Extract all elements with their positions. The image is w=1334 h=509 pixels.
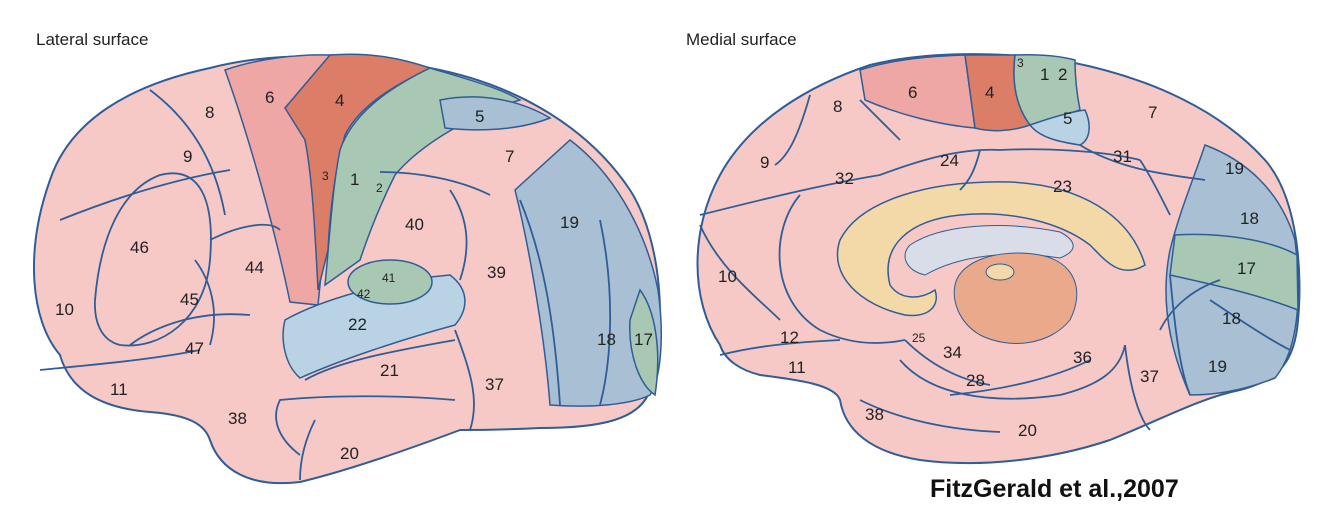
label-medial-area-10: 10 — [718, 267, 737, 286]
lateral-areas-19-18 — [514, 139, 662, 407]
label-area-39: 39 — [487, 263, 506, 282]
label-area-1: 1 — [350, 170, 359, 189]
label-area-5: 5 — [475, 107, 484, 126]
label-area-8: 8 — [205, 103, 214, 122]
label-medial-area-19-lower: 19 — [1208, 357, 1227, 376]
lateral-areas-41-42 — [347, 259, 433, 305]
label-medial-area-32: 32 — [835, 169, 854, 188]
label-medial-area-11: 11 — [788, 358, 806, 377]
lateral-hemisphere: 4 6 8 9 5 7 3 1 2 40 46 44 45 10 47 11 4… — [32, 53, 662, 485]
fornix-ventricle — [904, 225, 1074, 276]
label-area-7: 7 — [505, 147, 514, 166]
label-area-38: 38 — [228, 409, 247, 428]
medial-areas-3-1-2 — [1013, 54, 1081, 126]
label-medial-area-23: 23 — [1053, 177, 1072, 196]
label-medial-area-12: 12 — [780, 328, 799, 347]
label-area-44: 44 — [245, 258, 264, 277]
label-medial-area-5: 5 — [1063, 109, 1072, 128]
label-area-9: 9 — [183, 147, 192, 166]
label-medial-area-18-upper: 18 — [1240, 209, 1259, 228]
label-medial-area-34: 34 — [943, 343, 962, 362]
label-medial-area-19-upper: 19 — [1225, 159, 1244, 178]
label-area-11: 11 — [110, 380, 128, 399]
figure-credit: FitzGerald et al.,2007 — [930, 475, 1179, 503]
medial-boundaries — [699, 94, 1291, 433]
label-medial-area-17: 17 — [1237, 259, 1256, 278]
label-medial-area-8: 8 — [833, 97, 842, 116]
label-medial-area-31: 31 — [1113, 147, 1132, 166]
label-medial-area-2: 2 — [1058, 65, 1067, 84]
label-medial-area-24: 24 — [940, 151, 959, 170]
medial-surface-title: Medial surface — [686, 30, 797, 49]
lateral-surface-title: Lateral surface — [36, 30, 149, 49]
label-medial-area-3: 3 — [1017, 56, 1024, 70]
label-area-10: 10 — [55, 300, 74, 319]
label-medial-area-20: 20 — [1018, 421, 1037, 440]
label-area-2: 2 — [376, 181, 383, 195]
medial-area-17 — [1169, 233, 1299, 312]
label-area-18: 18 — [597, 330, 616, 349]
lateral-area-17 — [629, 288, 659, 397]
lateral-areas-3-1-2 — [324, 67, 522, 287]
thalamus — [953, 252, 1078, 344]
label-area-3: 3 — [322, 169, 329, 183]
label-area-46: 46 — [130, 238, 149, 257]
label-area-41: 41 — [382, 271, 396, 285]
label-area-17: 17 — [634, 330, 653, 349]
label-medial-area-25: 25 — [912, 331, 926, 345]
label-medial-area-38: 38 — [865, 405, 884, 424]
lateral-area-5 — [439, 96, 552, 131]
label-area-37: 37 — [485, 375, 504, 394]
label-area-21: 21 — [380, 361, 399, 380]
label-area-20: 20 — [340, 444, 359, 463]
lateral-boundaries — [39, 89, 612, 481]
label-medial-area-28: 28 — [966, 371, 985, 390]
label-area-45: 45 — [180, 290, 199, 309]
corpus-callosum — [836, 181, 1146, 317]
label-area-47: 47 — [185, 339, 204, 358]
medial-area-labels: 3 1 2 6 4 8 5 7 9 32 24 31 23 19 18 17 1… — [718, 56, 1259, 440]
label-medial-area-1: 1 — [1040, 65, 1049, 84]
label-medial-area-18-lower: 18 — [1222, 309, 1241, 328]
medial-hemisphere: 3 1 2 6 4 8 5 7 9 32 24 31 23 19 18 17 1… — [696, 53, 1301, 465]
label-area-22: 22 — [348, 315, 367, 334]
label-area-4: 4 — [335, 91, 344, 110]
label-area-40: 40 — [405, 215, 424, 234]
label-medial-area-6: 6 — [908, 83, 917, 102]
label-medial-area-9: 9 — [760, 153, 769, 172]
label-area-19: 19 — [560, 213, 579, 232]
label-medial-area-36: 36 — [1073, 348, 1092, 367]
label-medial-area-37: 37 — [1140, 367, 1159, 386]
label-area-6: 6 — [265, 88, 274, 107]
label-medial-area-7: 7 — [1148, 103, 1157, 122]
label-medial-area-4: 4 — [985, 83, 994, 102]
lateral-area-labels: 4 6 8 9 5 7 3 1 2 40 46 44 45 10 47 11 4… — [55, 88, 653, 463]
label-area-42: 42 — [357, 287, 371, 301]
medial-area-5 — [1028, 109, 1090, 146]
interthalamic-adhesion — [985, 263, 1015, 281]
